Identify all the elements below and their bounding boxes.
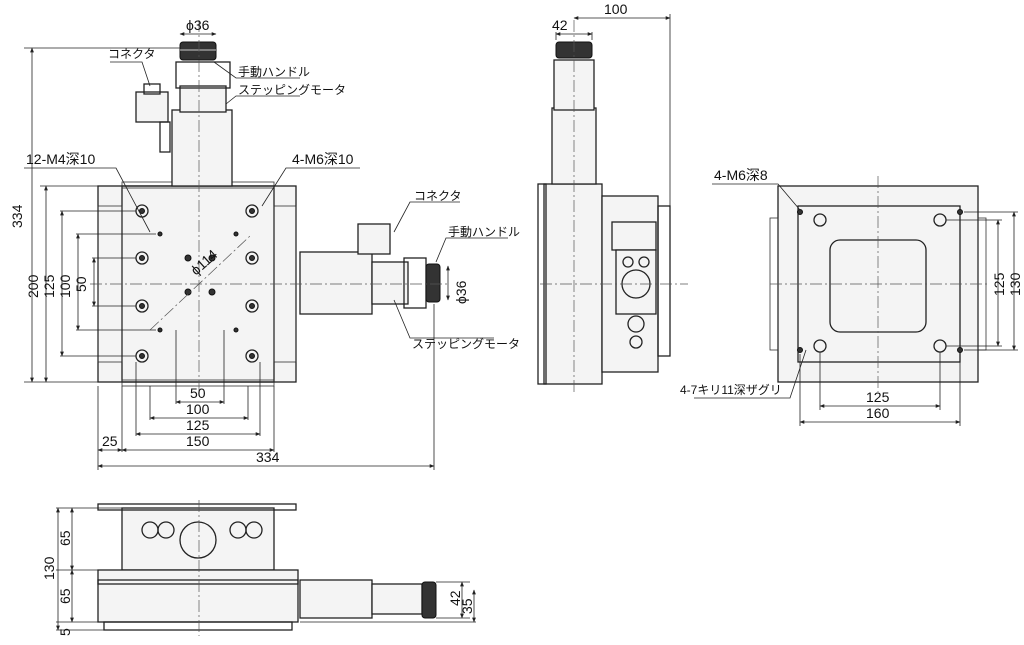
connector-top xyxy=(135,91,169,123)
front-dim-130: 130 xyxy=(41,556,57,580)
holes-m4-label: 12-M4深10 xyxy=(26,151,95,167)
front-dim-5: 5 xyxy=(57,628,73,636)
front-dim-65-top: 65 xyxy=(57,530,73,546)
motor-body-right xyxy=(299,251,373,315)
dim-100-vertical: 100 xyxy=(57,274,73,298)
dim-125: 125 xyxy=(186,417,210,433)
counterbore-label: 4-7キリ11深ザグリ xyxy=(680,383,782,397)
right-dim-160: 160 xyxy=(866,405,890,421)
front-dim-42: 42 xyxy=(447,590,463,606)
top-view xyxy=(24,20,508,470)
front-dim-35: 35 xyxy=(459,598,475,614)
dim-50: 50 xyxy=(190,385,206,401)
connector-right xyxy=(357,223,391,255)
dim-200: 200 xyxy=(25,274,41,298)
side-dim-100: 100 xyxy=(604,1,628,17)
dim-50-vertical: 50 xyxy=(73,276,89,292)
right-holes xyxy=(797,209,963,353)
dim-125-vertical: 125 xyxy=(41,274,57,298)
side-view xyxy=(537,14,688,392)
front-motor xyxy=(299,579,373,619)
phi36-right-label: ϕ36 xyxy=(453,280,469,304)
right-holes-m6-label: 4-M6深8 xyxy=(714,167,768,183)
right-dim-130-vertical: 130 xyxy=(1007,272,1023,296)
connector-right-label: コネクタ xyxy=(414,189,462,203)
dim-150: 150 xyxy=(186,433,210,449)
manual-handle-top-label: 手動ハンドル xyxy=(238,65,310,79)
stepping-motor-right-label: ステッピングモータ xyxy=(412,337,520,351)
connector-top-label: コネクタ xyxy=(108,47,156,61)
dim-334: 334 xyxy=(256,449,280,465)
front-upper-body xyxy=(121,507,275,571)
front-view xyxy=(56,500,476,636)
motor-body-top xyxy=(171,109,233,187)
front-lower-body xyxy=(97,569,299,623)
motor-flange-top xyxy=(179,85,227,113)
dim-25: 25 xyxy=(102,433,118,449)
holes-m6-label: 4-M6深10 xyxy=(292,151,354,167)
dim-334-vertical: 334 xyxy=(9,204,25,228)
front-dim-65-bottom: 65 xyxy=(57,588,73,604)
stepping-motor-top-label: ステッピングモータ xyxy=(238,83,346,97)
phi36-top-label: ϕ36 xyxy=(186,17,210,33)
side-base xyxy=(543,183,603,385)
side-dim-42: 42 xyxy=(552,17,568,33)
manual-handle-right xyxy=(425,263,441,303)
right-dim-125: 125 xyxy=(866,389,890,405)
right-view xyxy=(694,176,1018,426)
manual-handle-top xyxy=(179,41,217,61)
dim-100: 100 xyxy=(186,401,210,417)
right-dim-125-vertical: 125 xyxy=(991,272,1007,296)
manual-handle-right-label: 手動ハンドル xyxy=(448,225,520,239)
